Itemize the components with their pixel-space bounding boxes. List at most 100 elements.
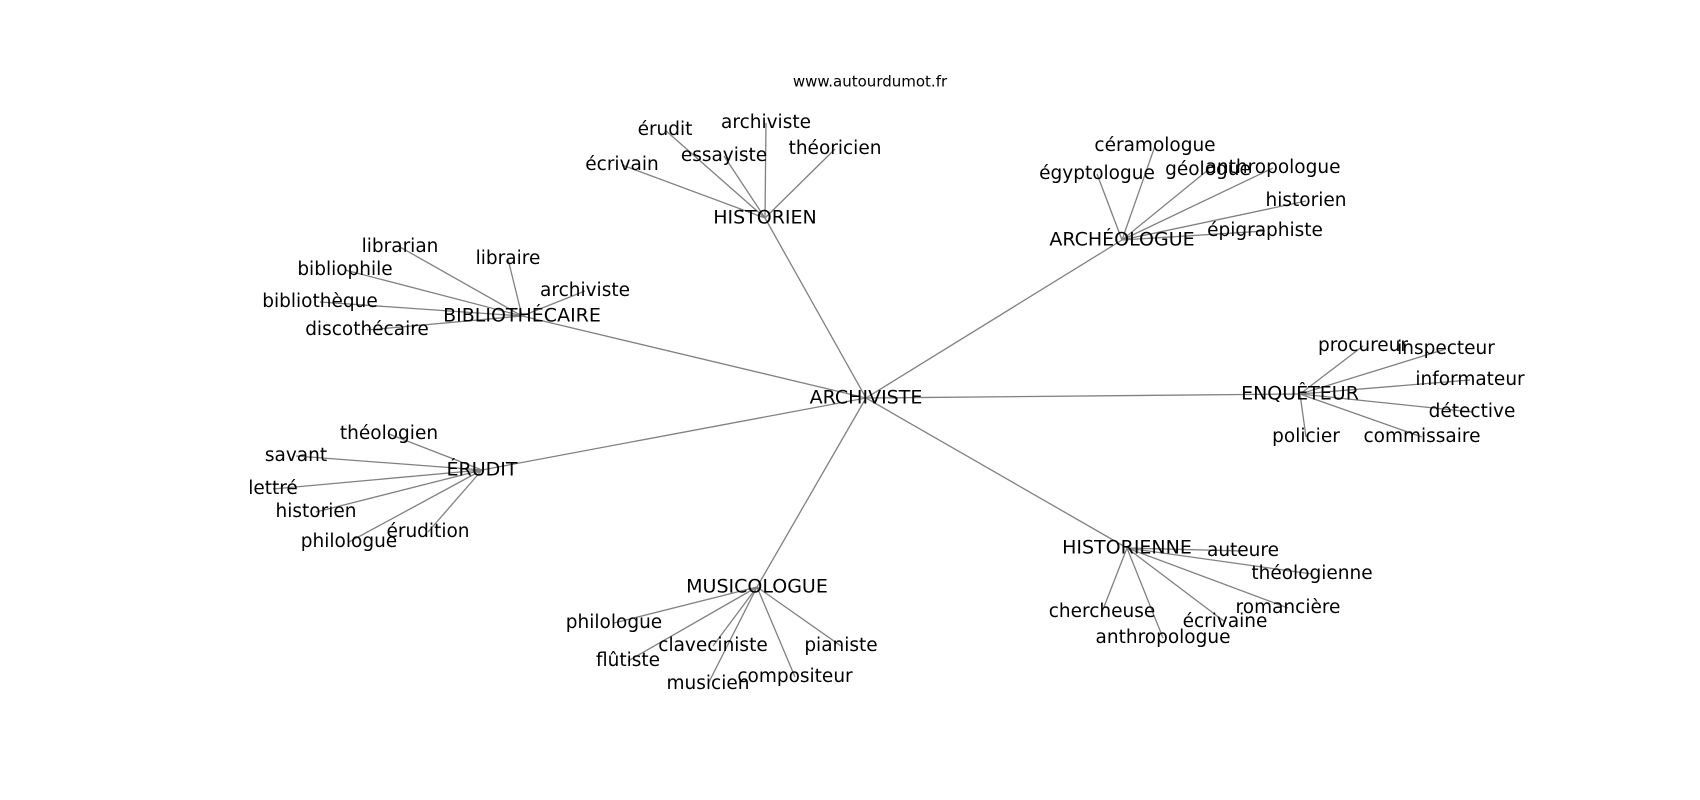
leaf-node-bibliothecaire-2[interactable]: bibliophile xyxy=(297,259,392,280)
edge-historien-leaf-0 xyxy=(664,129,766,219)
leaf-node-musicologue-3[interactable]: flûtiste xyxy=(596,650,660,671)
leaf-node-archeologue-0[interactable]: céramologue xyxy=(1094,135,1215,156)
edge-historienne-leaf-1 xyxy=(1126,547,1313,575)
leaf-node-historienne-3[interactable]: chercheuse xyxy=(1049,601,1156,622)
edge-musicologue-leaf-5 xyxy=(707,586,758,685)
leaf-node-erudit-3[interactable]: historien xyxy=(276,501,357,522)
edge-historienne-leaf-4 xyxy=(1126,547,1226,623)
edge-bibliothecaire-leaf-1 xyxy=(507,258,523,317)
leaf-node-erudit-2[interactable]: lettré xyxy=(248,478,298,499)
edge-erudit-leaf-3 xyxy=(315,469,483,513)
leaf-node-bibliothecaire-1[interactable]: libraire xyxy=(476,248,541,269)
leaf-node-erudit-5[interactable]: érudition xyxy=(386,521,469,542)
edge-historienne-leaf-0 xyxy=(1126,547,1244,552)
leaf-node-enqueteur-5[interactable]: commissaire xyxy=(1363,426,1480,447)
leaf-node-musicologue-5[interactable]: musicien xyxy=(667,673,750,694)
edge-erudit-leaf-1 xyxy=(295,455,483,471)
edge-archeologue-leaf-1 xyxy=(1096,173,1123,241)
leaf-node-bibliothecaire-0[interactable]: librarian xyxy=(362,236,439,257)
edge-musicologue-leaf-4 xyxy=(756,586,796,678)
edge-historien-leaf-2 xyxy=(723,155,766,219)
edge-root-historien xyxy=(764,217,867,399)
hub-node-musicologue[interactable]: MUSICOLOGUE xyxy=(686,576,828,598)
root-node[interactable]: ARCHIVISTE xyxy=(810,387,923,409)
edges-layer xyxy=(272,122,1473,685)
edge-root-musicologue xyxy=(756,397,867,588)
labels-layer: www.autourdumot.fr HISTORIEN érudit archiv… xyxy=(248,73,1525,695)
edge-erudit-leaf-5 xyxy=(427,469,483,533)
edge-musicologue-leaf-1 xyxy=(712,586,758,647)
edge-musicologue-leaf-3 xyxy=(627,586,758,662)
watermark-text: www.autourdumot.fr xyxy=(793,73,948,91)
edge-root-historienne xyxy=(865,397,1128,549)
edge-bibliothecaire-leaf-3 xyxy=(521,290,586,317)
hub-node-historienne[interactable]: HISTORIENNE xyxy=(1062,537,1192,559)
leaf-node-historienne-5[interactable]: anthropologue xyxy=(1096,627,1231,648)
hub-node-bibliothecaire[interactable]: BIBLIOTHÉCAIRE xyxy=(443,304,601,327)
leaf-node-enqueteur-2[interactable]: informateur xyxy=(1415,369,1525,390)
leaf-node-historienne-4[interactable]: écrivaine xyxy=(1183,611,1268,632)
edge-historien-leaf-3 xyxy=(764,148,836,219)
edge-enqueteur-leaf-3 xyxy=(1299,393,1473,413)
leaf-node-erudit-4[interactable]: philologue xyxy=(301,531,397,552)
leaf-node-historienne-0[interactable]: auteure xyxy=(1207,540,1279,561)
leaf-node-enqueteur-1[interactable]: inspecteur xyxy=(1397,338,1495,359)
leaf-node-historienne-2[interactable]: romancière xyxy=(1236,597,1341,618)
leaf-node-historien-0[interactable]: érudit xyxy=(638,119,693,140)
leaf-node-archeologue-3[interactable]: anthropologue xyxy=(1206,157,1341,178)
leaf-node-archeologue-4[interactable]: historien xyxy=(1266,190,1347,211)
leaf-node-historien-4[interactable]: écrivain xyxy=(585,154,658,175)
leaf-node-historienne-1[interactable]: théologienne xyxy=(1251,563,1372,584)
leaf-node-erudit-0[interactable]: théologien xyxy=(340,423,438,444)
leaf-node-bibliothecaire-3[interactable]: archiviste xyxy=(540,280,630,301)
leaf-node-historien-1[interactable]: archiviste xyxy=(721,112,811,133)
edge-historienne-leaf-2 xyxy=(1126,547,1289,609)
leaf-node-enqueteur-0[interactable]: procureur xyxy=(1318,335,1408,356)
edge-bibliothecaire-leaf-5 xyxy=(366,315,523,331)
leaf-node-historien-2[interactable]: essayiste xyxy=(681,145,767,166)
edge-bibliothecaire-leaf-4 xyxy=(319,301,523,317)
hub-node-enqueteur[interactable]: ENQUÊTEUR xyxy=(1241,382,1359,405)
edge-erudit-leaf-2 xyxy=(272,469,483,490)
edge-archeologue-leaf-5 xyxy=(1121,230,1266,241)
leaf-node-musicologue-1[interactable]: claveciniste xyxy=(658,635,767,656)
edge-root-enqueteur xyxy=(865,393,1301,399)
leaf-node-enqueteur-3[interactable]: détective xyxy=(1429,401,1516,422)
edge-root-archeologue xyxy=(865,239,1123,399)
edge-bibliothecaire-leaf-0 xyxy=(399,246,523,317)
leaf-node-erudit-1[interactable]: savant xyxy=(265,445,327,466)
leaf-node-bibliothecaire-4[interactable]: bibliothèque xyxy=(262,291,377,312)
leaf-node-historien-3[interactable]: théoricien xyxy=(789,138,882,159)
edge-enqueteur-leaf-2 xyxy=(1299,379,1471,395)
hub-node-historien[interactable]: HISTORIEN xyxy=(713,207,817,229)
edge-archeologue-leaf-4 xyxy=(1121,200,1307,241)
hub-node-archeologue[interactable]: ARCHÉOLOGUE xyxy=(1049,228,1194,251)
edge-enqueteur-leaf-0 xyxy=(1299,345,1364,395)
hub-node-erudit[interactable]: ÉRUDIT xyxy=(447,458,518,481)
leaf-node-musicologue-2[interactable]: pianiste xyxy=(804,635,877,656)
leaf-node-musicologue-4[interactable]: compositeur xyxy=(737,666,853,687)
leaf-node-bibliothecaire-5[interactable]: discothécaire xyxy=(305,319,429,340)
edge-archeologue-leaf-0 xyxy=(1121,145,1156,241)
edge-bibliothecaire-leaf-2 xyxy=(344,269,523,317)
edge-root-bibliothecaire xyxy=(521,315,867,399)
edge-musicologue-leaf-0 xyxy=(613,586,758,624)
edge-erudit-leaf-4 xyxy=(348,469,483,543)
edge-historienne-leaf-5 xyxy=(1126,547,1164,639)
edge-archeologue-leaf-3 xyxy=(1121,167,1274,241)
leaf-node-archeologue-2[interactable]: géologue xyxy=(1165,159,1251,180)
edge-historienne-leaf-3 xyxy=(1101,547,1128,613)
leaf-node-musicologue-0[interactable]: philologue xyxy=(566,612,662,633)
edge-historien-leaf-4 xyxy=(621,164,766,219)
edge-historien-leaf-1 xyxy=(764,122,767,219)
leaf-node-archeologue-5[interactable]: épigraphiste xyxy=(1207,220,1323,241)
edge-enqueteur-leaf-1 xyxy=(1299,348,1447,395)
edge-erudit-leaf-0 xyxy=(388,433,483,471)
edge-enqueteur-leaf-4 xyxy=(1299,393,1307,438)
leaf-node-enqueteur-4[interactable]: policier xyxy=(1272,426,1340,447)
edge-archeologue-leaf-2 xyxy=(1121,169,1209,241)
edge-enqueteur-leaf-5 xyxy=(1299,393,1423,438)
edge-root-erudit xyxy=(481,397,867,471)
leaf-node-archeologue-1[interactable]: égyptologue xyxy=(1039,163,1155,184)
